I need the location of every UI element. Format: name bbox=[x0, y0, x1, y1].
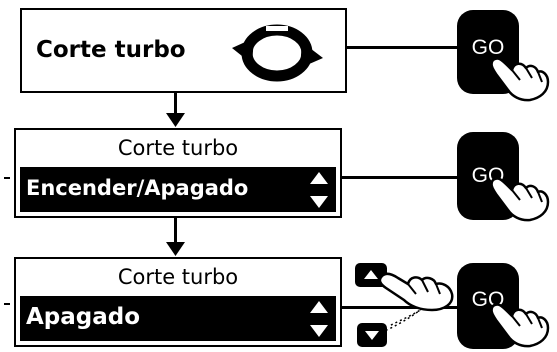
connector-line-1 bbox=[347, 46, 457, 49]
panel-corte-turbo-icon: Corte turbo bbox=[20, 8, 347, 93]
pointing-hand-icon bbox=[378, 272, 454, 312]
panel-2-value: Encender/Apagado bbox=[26, 176, 249, 200]
panel-2-title: Corte turbo bbox=[117, 136, 239, 160]
panel-3-title: Corte turbo bbox=[117, 265, 239, 289]
go-button-1-label: GO bbox=[471, 36, 505, 59]
panel-corte-turbo-menu: Corte turbo Encender/Apagado bbox=[14, 128, 342, 218]
pointing-hand-icon bbox=[490, 177, 550, 222]
panel-corte-turbo-apagado: Corte turbo Apagado bbox=[14, 257, 342, 347]
flow-arrow-1-head bbox=[166, 113, 185, 127]
turbo-cut-icon bbox=[232, 24, 323, 82]
side-tick-3 bbox=[4, 303, 10, 305]
panel-3-selected-bar: Apagado bbox=[20, 296, 336, 341]
panel-3-value: Apagado bbox=[26, 304, 141, 330]
flow-arrow-1-shaft bbox=[174, 93, 177, 115]
dotted-motion-line bbox=[386, 297, 436, 331]
connector-line-2 bbox=[342, 176, 457, 179]
flow-arrow-2-head bbox=[166, 242, 185, 256]
pointing-hand-icon bbox=[490, 303, 550, 348]
up-down-arrows-icon bbox=[310, 301, 328, 337]
down-key[interactable] bbox=[357, 323, 387, 347]
flow-arrow-2-shaft bbox=[174, 218, 177, 243]
pointing-hand-icon bbox=[490, 57, 550, 102]
panel-1-label: Corte turbo bbox=[36, 37, 186, 63]
connector-line-3 bbox=[342, 306, 457, 309]
side-tick-2 bbox=[4, 177, 10, 179]
panel-2-selected-bar: Encender/Apagado bbox=[20, 167, 336, 212]
up-down-arrows-icon bbox=[310, 172, 328, 208]
up-key-icon bbox=[364, 270, 378, 279]
down-key-icon bbox=[365, 331, 379, 340]
